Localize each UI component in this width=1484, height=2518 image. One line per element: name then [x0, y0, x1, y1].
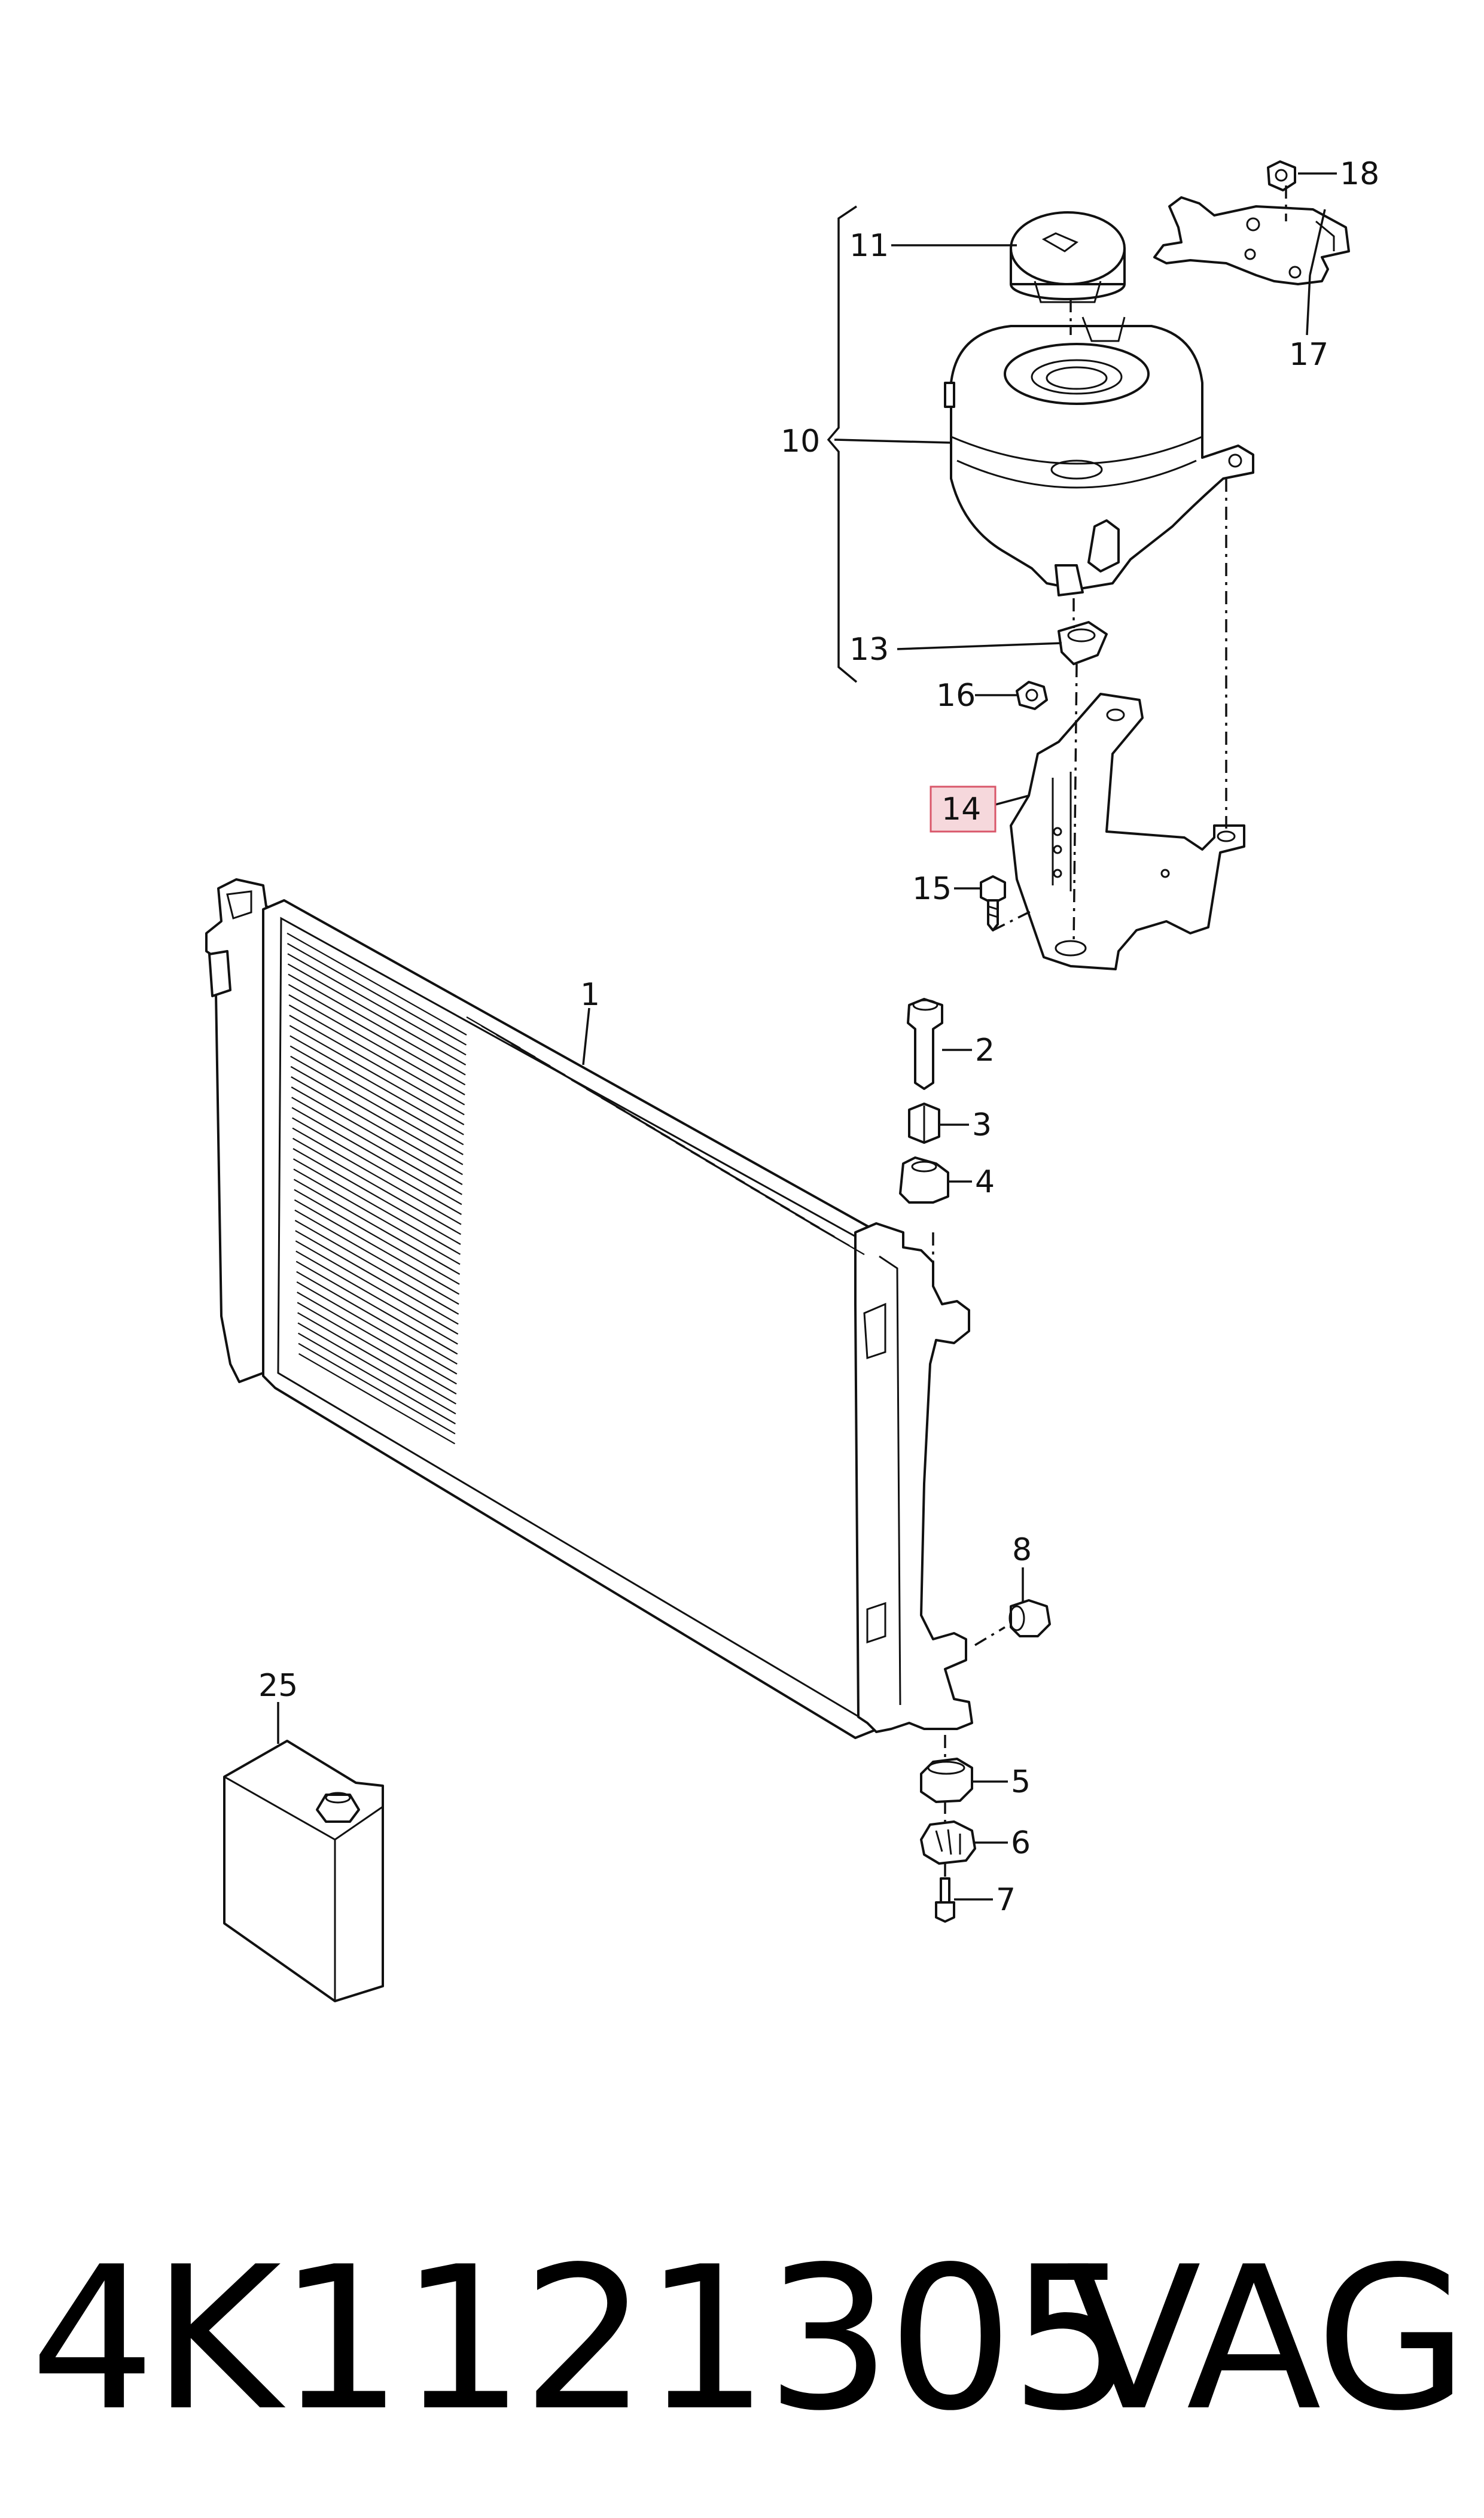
callout-14: 14 [941, 791, 981, 827]
nut-part-18 [1267, 160, 1296, 191]
callout-leaders [277, 172, 1337, 1901]
callout-15: 15 [912, 871, 952, 907]
cap-part-8 [1008, 1599, 1051, 1637]
callout-4: 4 [975, 1164, 995, 1200]
plug-part-2 [907, 998, 943, 1090]
callout-16: 16 [936, 678, 976, 714]
callout-10: 10 [781, 424, 820, 459]
reservoir-cap-part [1010, 211, 1126, 303]
highlight-box-14 [930, 785, 997, 833]
callout-5: 5 [1011, 1764, 1031, 1800]
footer: 4K1121305 VAG [0, 2213, 1484, 2465]
mount-part-4 [899, 1156, 949, 1204]
upper-bracket-part [1153, 196, 1350, 285]
callout-2: 2 [975, 1033, 995, 1068]
assembly-lines [932, 185, 1287, 1890]
callout-7: 7 [996, 1882, 1016, 1918]
group-bracket-10 [827, 205, 858, 683]
mounting-bracket-part [1010, 693, 1245, 970]
callout-13: 13 [849, 632, 889, 668]
part-number: 4K1121305 [30, 2224, 1135, 2454]
bolt-part-15 [980, 875, 1006, 931]
callout-17: 17 [1289, 337, 1328, 373]
radiator-fins [287, 933, 865, 1445]
mount-bracket-part-6 [920, 1820, 976, 1865]
callout-6: 6 [1011, 1825, 1031, 1861]
callout-3: 3 [972, 1107, 992, 1143]
expansion-tank-part [944, 316, 1254, 596]
callout-11: 11 [849, 228, 889, 264]
callout-25: 25 [258, 1668, 298, 1704]
brand-name: VAG [1066, 2224, 1468, 2454]
callout-18: 18 [1340, 156, 1379, 192]
coolant-canister-part [223, 1740, 384, 2002]
rubber-mount-part-5 [920, 1758, 973, 1803]
parts-diagram: 11 10 13 16 14 15 18 17 1 2 3 4 8 5 6 7 … [205, 156, 1379, 2002]
grommet-part [1058, 621, 1108, 665]
bolt-part-7 [935, 1877, 955, 1923]
callout-8: 8 [1012, 1532, 1032, 1568]
bushing-part-3 [908, 1103, 940, 1144]
callout-labels: 11 10 13 16 14 15 18 17 1 2 3 4 8 5 6 7 … [258, 156, 1379, 1918]
nut-part-16 [1016, 681, 1048, 710]
callout-1: 1 [580, 977, 600, 1013]
